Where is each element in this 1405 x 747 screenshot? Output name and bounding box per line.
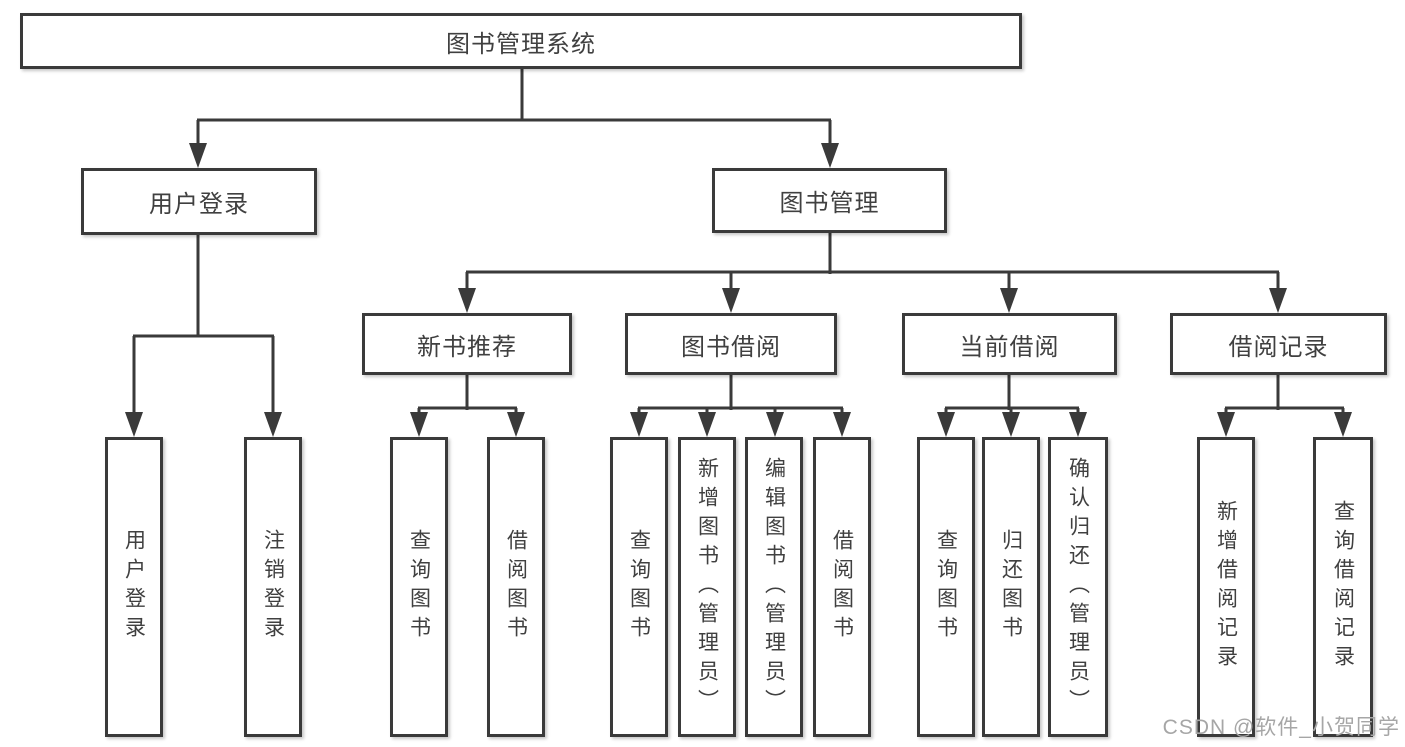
arrow-down-icon [410, 412, 428, 437]
arrow-down-icon [1217, 412, 1235, 437]
arrow-down-icon [766, 412, 784, 437]
arrow-down-icon [833, 412, 851, 437]
arrow-down-icon [1269, 288, 1287, 313]
node-user-login: 用户登录 [105, 437, 163, 737]
arrow-down-icon [1000, 288, 1018, 313]
node-label: 注销登录 [261, 529, 285, 645]
node-query-borrow-record: 查询借阅记录 [1313, 437, 1373, 737]
node-label: 新增借阅记录 [1214, 500, 1238, 674]
node-label: 借阅图书 [504, 529, 528, 645]
node-borrow-books: 借阅图书 [813, 437, 871, 737]
node-label: 查询借阅记录 [1331, 500, 1355, 674]
arrow-down-icon [630, 412, 648, 437]
arrow-down-icon [698, 412, 716, 437]
node-query-books-current: 查询图书 [917, 437, 975, 737]
node-label: 用户登录 [149, 191, 249, 218]
arrow-down-icon [821, 143, 839, 168]
node-book-management-module: 图书管理 [712, 168, 947, 233]
arrow-down-icon [507, 412, 525, 437]
node-query-books-recommend: 查询图书 [390, 437, 448, 737]
node-add-book-admin: 新增图书（管理员） [678, 437, 736, 737]
node-current-borrowing: 当前借阅 [902, 313, 1117, 375]
node-book-borrowing: 图书借阅 [625, 313, 837, 375]
node-edit-book-admin: 编辑图书（管理员） [745, 437, 803, 737]
node-borrow-books-recommend: 借阅图书 [487, 437, 545, 737]
arrow-down-icon [1002, 412, 1020, 437]
node-add-borrow-record: 新增借阅记录 [1197, 437, 1255, 737]
arrow-down-icon [189, 143, 207, 168]
node-label: 当前借阅 [959, 333, 1060, 361]
node-label: 归还图书 [999, 529, 1023, 645]
node-label: 借阅图书 [830, 529, 854, 645]
arrow-down-icon [458, 288, 476, 313]
arrow-down-icon [1069, 412, 1087, 437]
node-label: 查询图书 [627, 529, 651, 645]
arrow-down-icon [264, 412, 282, 437]
node-label: 图书管理 [779, 190, 880, 217]
node-new-book-recommend: 新书推荐 [362, 313, 572, 375]
node-logout: 注销登录 [244, 437, 302, 737]
node-user-login-module: 用户登录 [81, 168, 317, 235]
node-label: 新增图书（管理员） [695, 456, 719, 718]
node-label: 编辑图书（管理员） [762, 456, 786, 718]
node-label: 图书管理系统 [446, 30, 596, 58]
arrow-down-icon [125, 412, 143, 437]
node-confirm-return-admin: 确认归还（管理员） [1048, 437, 1108, 737]
arrow-down-icon [722, 288, 740, 313]
node-label: 借阅记录 [1228, 333, 1329, 361]
node-return-book: 归还图书 [982, 437, 1040, 737]
node-root-system: 图书管理系统 [20, 13, 1022, 69]
node-label: 确认归还（管理员） [1066, 456, 1090, 718]
csdn-watermark: CSDN @软件_小贺同学 [1162, 716, 1400, 739]
arrow-down-icon [937, 412, 955, 437]
node-label: 用户登录 [122, 529, 146, 645]
node-borrowing-records: 借阅记录 [1170, 313, 1387, 375]
node-query-books-borrowing: 查询图书 [610, 437, 668, 737]
node-label: 图书借阅 [681, 333, 781, 361]
node-label: 新书推荐 [417, 333, 517, 361]
node-label: 查询图书 [934, 529, 958, 645]
node-label: 查询图书 [407, 529, 431, 645]
arrow-down-icon [1334, 412, 1352, 437]
